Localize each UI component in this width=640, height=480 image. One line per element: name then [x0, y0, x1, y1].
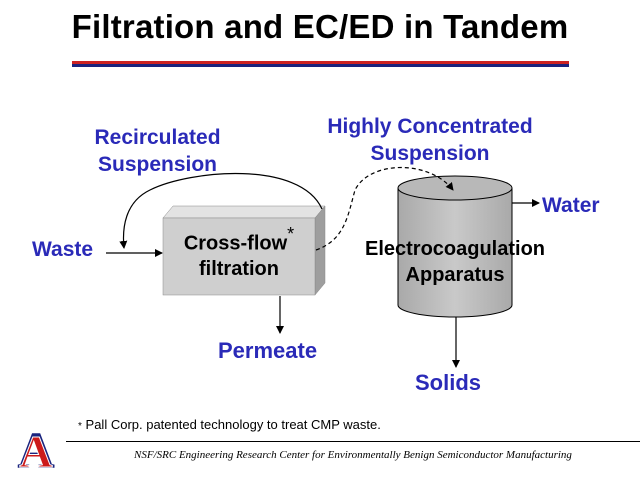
concentrated-label-line1: Highly Concentrated [327, 115, 533, 138]
university-logo: A A [17, 423, 55, 473]
solids-label: Solids [415, 370, 482, 395]
footer-text: NSF/SRC Engineering Research Center for … [134, 449, 572, 461]
filter-box-top [162, 205, 326, 219]
cylinder-top [397, 175, 513, 201]
cylinder-body [397, 187, 513, 318]
slide-title: Filtration and EC/ED in Tandem [71, 8, 569, 45]
recirculated-label: Recirculated Suspension [70, 124, 245, 178]
recirculated-label-line2: Suspension [97, 153, 218, 176]
filter-asterisk: * [287, 224, 295, 244]
water-label: Water [542, 194, 600, 217]
filter-box-label-line1: Cross-flow* [183, 224, 295, 255]
logo-letter: A [19, 426, 52, 473]
cylinder-label: Electrocoagulation Apparatus [340, 236, 570, 288]
filter-box-side [314, 205, 326, 296]
concentrated-label-line2: Suspension [370, 142, 490, 165]
waste-label: Waste [32, 238, 94, 261]
cylinder-label-line2: Apparatus [405, 264, 505, 286]
recirculation-arrow [119, 172, 323, 249]
title-rule-red [72, 61, 569, 64]
title-rule-blue [72, 64, 569, 67]
footer-divider [66, 441, 640, 442]
filter-box-label-line2: filtration [199, 257, 279, 280]
footnote-text: Pall Corp. patented technology to treat … [85, 417, 381, 432]
logo-letter-back: A [18, 423, 54, 473]
recirculated-label-line1: Recirculated [94, 126, 221, 149]
filter-box-label: Cross-flow* filtration [163, 224, 315, 282]
footnote: * Pall Corp. patented technology to trea… [78, 417, 381, 432]
permeate-label: Permeate [218, 338, 318, 363]
footnote-marker: * [78, 421, 82, 432]
filter-box-front [162, 217, 316, 296]
concentrated-label: Highly Concentrated Suspension [300, 113, 560, 167]
cylinder-label-line1: Electrocoagulation [364, 238, 546, 260]
concentrate-dashed-arrow [315, 166, 454, 251]
